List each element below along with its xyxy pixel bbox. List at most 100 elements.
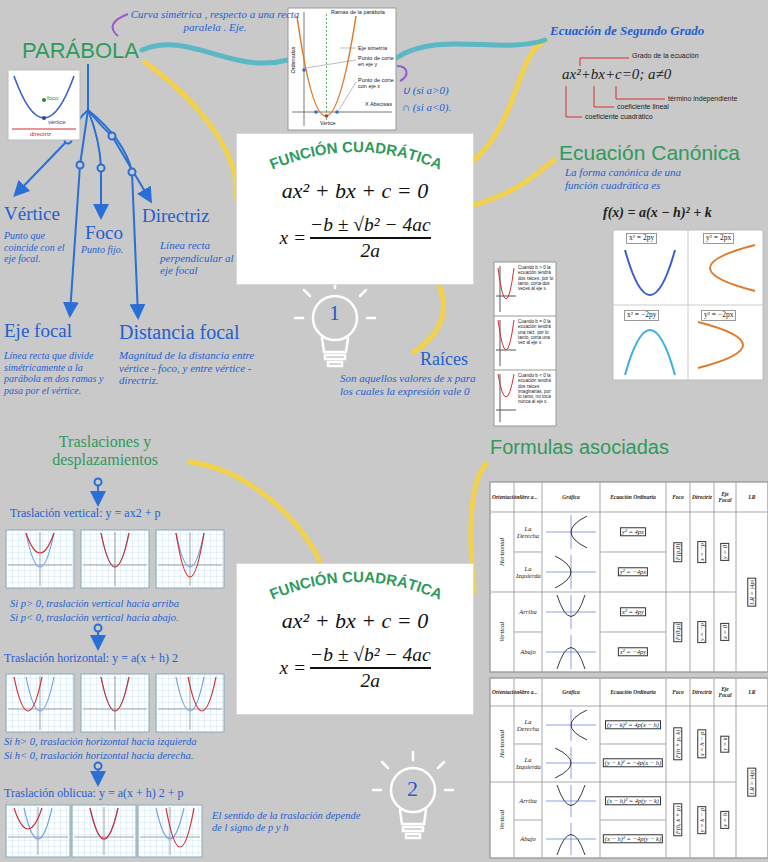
drawn-stroke (690, 592, 714, 672)
text-label: Ecuación de Segundo Grado (550, 24, 704, 39)
drawn-shape (132, 172, 138, 316)
drawn-shape (498, 320, 514, 350)
numerator: −b ± √b² − 4ac (310, 644, 430, 666)
drawn-shape (340, 48, 356, 49)
table-cell: y² = 4px (620, 527, 646, 536)
text-label: Cuando b > 0 la ecuación tendrá dos raíc… (518, 265, 555, 291)
drawn-shape (297, 16, 356, 116)
table-cell: Abajo (520, 835, 536, 842)
drawn-stroke (490, 592, 514, 672)
denominator: 2a (361, 670, 380, 692)
drawn-stroke (514, 782, 542, 820)
graph-frame (156, 674, 224, 732)
drawn-stroke (24, 808, 52, 839)
drawn-shape (70, 165, 80, 314)
text-label: Vértice (4, 203, 60, 225)
fraction: −b ± √b² − 4ac 2a (310, 644, 430, 693)
table-cell: y² = −4px (618, 567, 648, 576)
drawn-stroke (542, 678, 600, 706)
drawn-shape (360, 290, 366, 296)
drawn-stroke (542, 706, 600, 782)
table-cell: La Izquierda (516, 565, 540, 580)
drawn-shape (12, 128, 76, 129)
equation: x = (279, 227, 306, 249)
text-label: Cuando b < 0 la ecuación tendrá dos raíc… (518, 373, 555, 405)
table-cell: Abajo (520, 648, 536, 655)
drawn-stroke (490, 678, 514, 706)
formula-table (490, 482, 768, 672)
table-cell: y = k (720, 735, 729, 752)
drawn-shape (496, 266, 516, 422)
drawn-stroke (542, 782, 600, 858)
drawn-stroke (571, 516, 587, 548)
table-cell: (y − k)² = −4p(x − h) (603, 758, 663, 767)
drawn-stroke (38, 807, 39, 855)
drawn-shape (295, 317, 303, 320)
text-label: ∪ (si a>0) (402, 84, 449, 97)
drawn-shape (325, 114, 329, 118)
drawn-shape (494, 262, 556, 426)
table-cell: Gráfica (562, 689, 579, 695)
arc-title: FUNCIÓN CUADRÁTICA (237, 564, 475, 610)
table-cell: (y − k)² = 4p(x − h) (605, 720, 661, 729)
drawn-shape (14, 76, 74, 118)
table-cell: y = k − p (697, 806, 706, 834)
drawn-shape (16, 140, 68, 194)
drawn-shape (400, 810, 426, 824)
drawn-shape (616, 86, 665, 99)
text-label: Directriz (142, 205, 210, 227)
graph-frame (81, 530, 149, 588)
drawn-shape (496, 296, 516, 297)
drawn-stroke (104, 807, 105, 855)
text-label: ax²+bx+c=0; a≠0 (562, 66, 671, 83)
drawn-stroke (666, 512, 690, 592)
table-cell: x = h (720, 811, 729, 829)
drawn-stroke (542, 482, 600, 512)
table-cell: La Derecha (516, 525, 540, 540)
drawn-shape (109, 133, 116, 140)
table-cell: x = −p (697, 541, 706, 563)
drawn-shape (112, 136, 150, 200)
drawn-stroke (571, 785, 572, 817)
quadratic-formula: x =−b ± √b² − 4ac2a (237, 214, 473, 263)
drawn-shape (326, 14, 327, 120)
drawn-stroke (188, 677, 216, 711)
drawn-stroke (600, 678, 666, 706)
text-label: Si p< 0, traslación vertical hacia abajo… (10, 612, 179, 624)
table-cell: La Izquierda (516, 756, 540, 771)
drawn-stroke (176, 533, 204, 577)
arc-text: FUNCIÓN CUADRÁTICA (267, 568, 445, 603)
drawn-stroke (714, 782, 736, 858)
drawn-stroke (514, 482, 542, 512)
drawn-stroke (190, 532, 191, 586)
drawn-stroke (115, 532, 116, 586)
drawn-stroke (714, 482, 736, 512)
fraction-bar (310, 237, 430, 239)
text-label: Traslaciones y desplazamientos (25, 433, 185, 470)
drawn-stroke (101, 677, 129, 711)
drawn-stroke (714, 706, 736, 782)
drawn-shape (498, 374, 514, 397)
table-cell: Horizontal (498, 538, 505, 566)
text-label: Vértice (320, 121, 336, 127)
table-cell: LR = |4p| (747, 767, 756, 796)
text-label: Cuando b = 0 la ecuación tendrá una raíz… (518, 319, 555, 345)
drawn-stroke (666, 592, 690, 672)
graph-frame (6, 674, 74, 732)
graph-frame (81, 674, 149, 732)
drawn-stroke (26, 533, 54, 567)
table-cell: Gráfica (562, 494, 579, 500)
drawn-shape (625, 330, 675, 375)
text-label: Si h< 0, traslación horizontal hacia der… (4, 750, 193, 762)
text-label: Magnitud de la distancia entre vértice -… (119, 349, 269, 387)
table-cell: Foco (672, 494, 684, 500)
drawn-stroke (690, 782, 714, 858)
drawn-stroke (514, 706, 542, 744)
drawn-shape (288, 8, 396, 130)
drawn-stroke (714, 678, 736, 706)
table-cell: Directriz (692, 494, 712, 500)
table-cell: x = h − p (697, 730, 706, 759)
drawn-shape (98, 165, 105, 172)
table-cell: Eje Focal (716, 686, 734, 699)
